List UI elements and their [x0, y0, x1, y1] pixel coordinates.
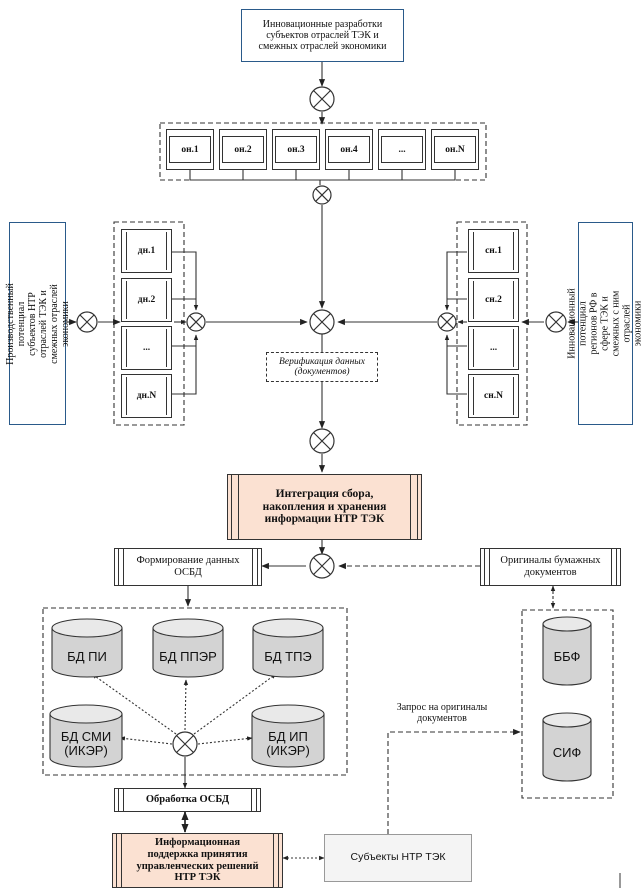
integration-label: Интеграция сбора, накопления и хранения … — [262, 488, 387, 526]
merge-circle-dn — [186, 312, 206, 332]
dn-item-label: ... — [142, 343, 151, 353]
on-item-label: ... — [398, 144, 406, 155]
db-tpe-cylinder — [252, 618, 324, 678]
sif-cylinder — [542, 712, 592, 782]
merge-circle-right — [545, 311, 567, 333]
merge-circle-left — [76, 311, 98, 333]
info-support-label: Информационная поддержка принятия управл… — [136, 837, 259, 884]
integration-box: Интеграция сбора, накопления и хранения … — [227, 474, 422, 540]
regional-potential-box: Инновационный потенциал регионов РФ в сф… — [567, 222, 642, 425]
merge-circle-verify — [309, 428, 335, 454]
merge-circle-on — [312, 185, 332, 205]
dn-item-2: дн.2 — [121, 278, 172, 322]
originals-left-bar — [484, 549, 490, 585]
sn-item-label: сн.1 — [485, 246, 502, 256]
dn-item-label: дн.N — [136, 391, 157, 401]
production-potential-label: Производственный потенциал субъектов НТР… — [4, 282, 71, 365]
originals-label: Оригиналы бумажных документов — [500, 555, 601, 578]
info-right-bar — [273, 834, 279, 887]
on-item-label: он.1 — [181, 144, 199, 155]
bbf-cylinder — [542, 616, 592, 686]
originals-right-bar — [611, 549, 617, 585]
innovation-developments-box: Инновационные разработки субъектов отрас… — [241, 9, 404, 62]
originals-box: Оригиналы бумажных документов — [480, 548, 621, 586]
on-item-label: он.2 — [234, 144, 252, 155]
dn-item-n: дн.N — [121, 374, 172, 418]
processing-left-bar — [118, 789, 124, 811]
on-item-n: он.N — [431, 129, 479, 170]
merge-circle-center — [309, 309, 335, 335]
request-label: Запрос на оригиналы документов — [396, 702, 488, 724]
merge-circle-sn — [437, 312, 457, 332]
db-ppe-cylinder — [152, 618, 224, 678]
sn-item-2: сн.2 — [468, 278, 519, 322]
integration-right-bar — [410, 475, 418, 539]
on-item-1: он.1 — [166, 129, 214, 170]
on-item-2: он.2 — [219, 129, 267, 170]
on-item-3: он.3 — [272, 129, 320, 170]
dn-item-1: дн.1 — [121, 229, 172, 273]
sn-item-label: сн.2 — [485, 295, 502, 305]
db-ppe-label: БД ППЭР — [159, 649, 217, 665]
osbd-formation-label: Формирование данных ОСБД — [136, 555, 240, 578]
db-ip-label: БД ИП (ИКЭР) — [266, 729, 310, 758]
osbd-processing-box: Обработка ОСБД — [114, 788, 261, 812]
sn-item-label: ... — [489, 343, 498, 353]
bbf-label: ББФ — [553, 649, 581, 665]
sn-item-ellipsis: ... — [468, 326, 519, 370]
db-smi-cylinder — [49, 704, 123, 768]
merge-circle-top — [309, 86, 335, 112]
db-tpe-label: БД ТПЭ — [264, 649, 312, 665]
info-support-box: Информационная поддержка принятия управл… — [112, 833, 283, 888]
processing-right-bar — [251, 789, 257, 811]
innovation-developments-label: Инновационные разработки субъектов отрас… — [258, 19, 387, 52]
info-left-bar — [116, 834, 122, 887]
on-item-4: он.4 — [325, 129, 373, 170]
osbd-right-bar — [252, 549, 258, 585]
dn-item-label: дн.1 — [137, 246, 156, 256]
db-smi-label: БД СМИ (ИКЭР) — [60, 729, 112, 758]
integration-left-bar — [231, 475, 239, 539]
osbd-left-bar — [118, 549, 124, 585]
on-item-label: он.N — [445, 144, 465, 155]
sn-item-label: сн.N — [484, 391, 503, 401]
merge-circle-db — [172, 731, 198, 757]
db-pi-cylinder — [51, 618, 123, 678]
osbd-processing-label: Обработка ОСБД — [145, 794, 230, 806]
dn-item-ellipsis: ... — [121, 326, 172, 370]
production-potential-box: Производственный потенциал субъектов НТР… — [5, 222, 71, 425]
dn-item-label: дн.2 — [137, 295, 156, 305]
db-group-frame — [42, 607, 348, 776]
db-ip-cylinder — [251, 704, 325, 768]
verification-label: Верификация данных (документов) — [279, 356, 365, 377]
on-item-ellipsis: ... — [378, 129, 426, 170]
verification-box: Верификация данных (документов) — [266, 352, 378, 382]
archive-group-frame — [521, 609, 614, 799]
regional-potential-label: Инновационный потенциал регионов РФ в сф… — [567, 288, 642, 359]
sn-item-1: сн.1 — [468, 229, 519, 273]
on-item-label: он.3 — [287, 144, 305, 155]
osbd-formation-box: Формирование данных ОСБД — [114, 548, 262, 586]
subjects-box: Субъекты НТР ТЭК — [324, 834, 472, 882]
merge-circle-osbd — [309, 553, 335, 579]
sn-item-n: сн.N — [468, 374, 519, 418]
subjects-label: Субъекты НТР ТЭК — [350, 851, 446, 864]
sif-label: СИФ — [552, 745, 582, 761]
on-item-label: он.4 — [340, 144, 358, 155]
db-pi-label: БД ПИ — [67, 649, 107, 665]
